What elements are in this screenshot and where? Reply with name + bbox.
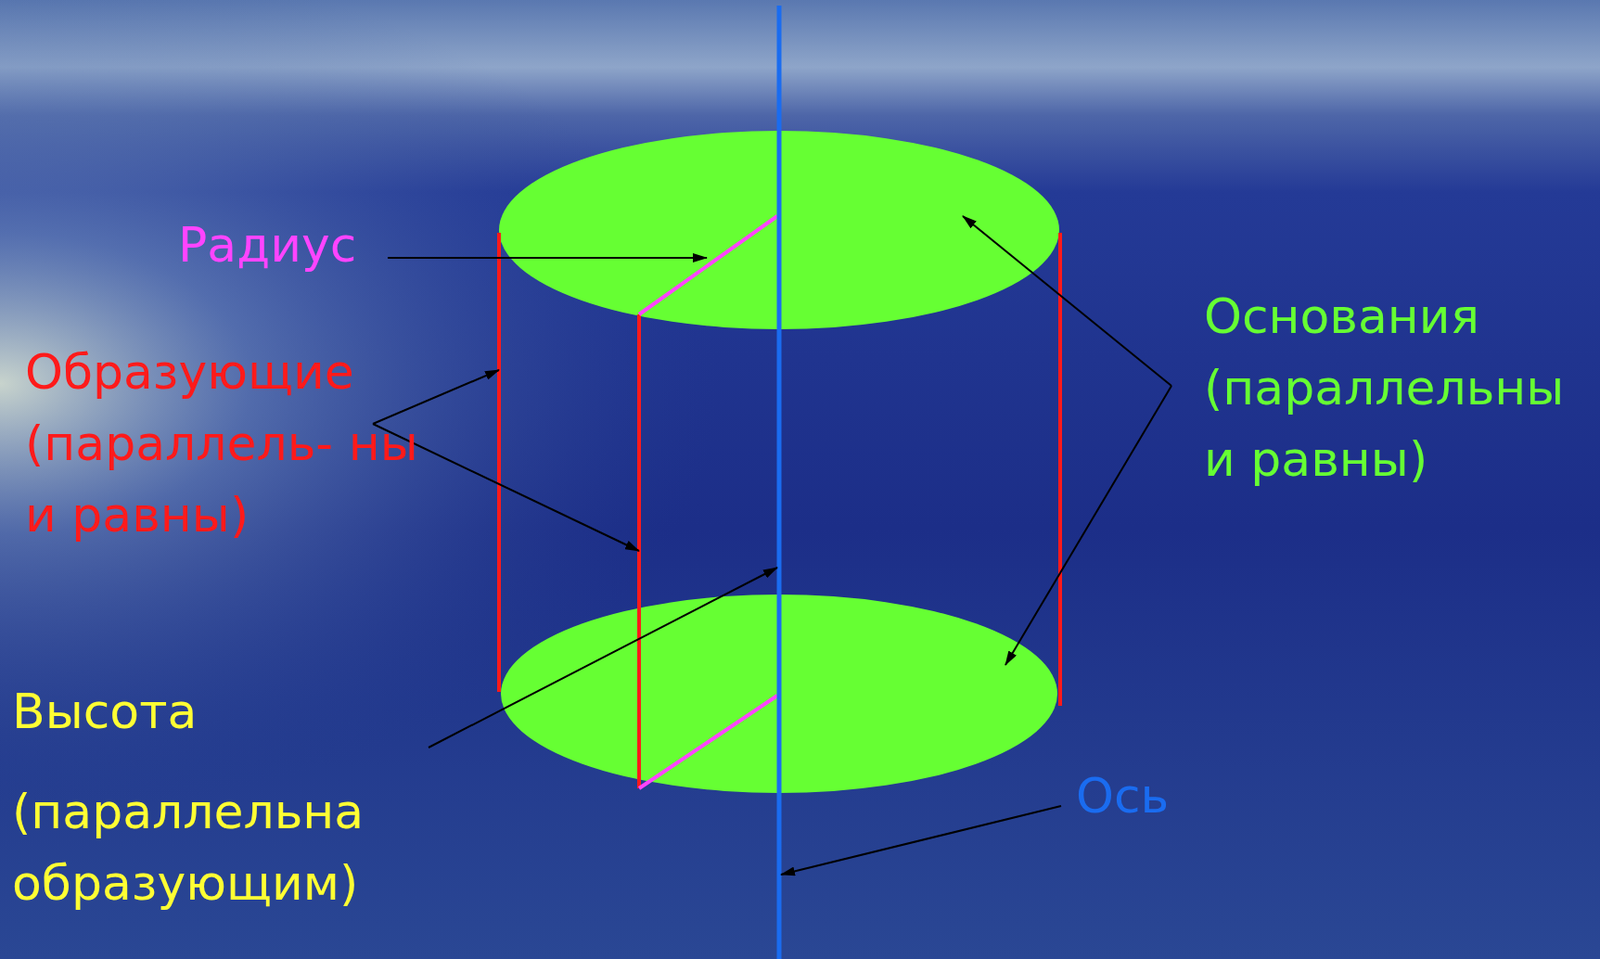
height-note: (параллельна образующим) [12, 776, 411, 920]
leader-line [780, 806, 1062, 875]
generatrix [637, 314, 641, 789]
bases-label: Основания (параллельны и равны) [1203, 281, 1589, 496]
leader-line [1005, 385, 1172, 666]
generatrix [497, 232, 501, 692]
leader-line [387, 256, 707, 259]
radius-line [639, 216, 778, 315]
radius-label: Радиус [178, 209, 457, 282]
height-label: Высота [12, 676, 411, 748]
generatrix [1058, 232, 1063, 706]
axis-label: Ось [1075, 760, 1262, 832]
radius-line [639, 695, 778, 789]
leader-line [428, 567, 778, 748]
generatrix-label: Образующие (параллель- ны и равны) [25, 336, 424, 551]
leader-line [962, 216, 1172, 386]
axis-line [777, 5, 782, 959]
